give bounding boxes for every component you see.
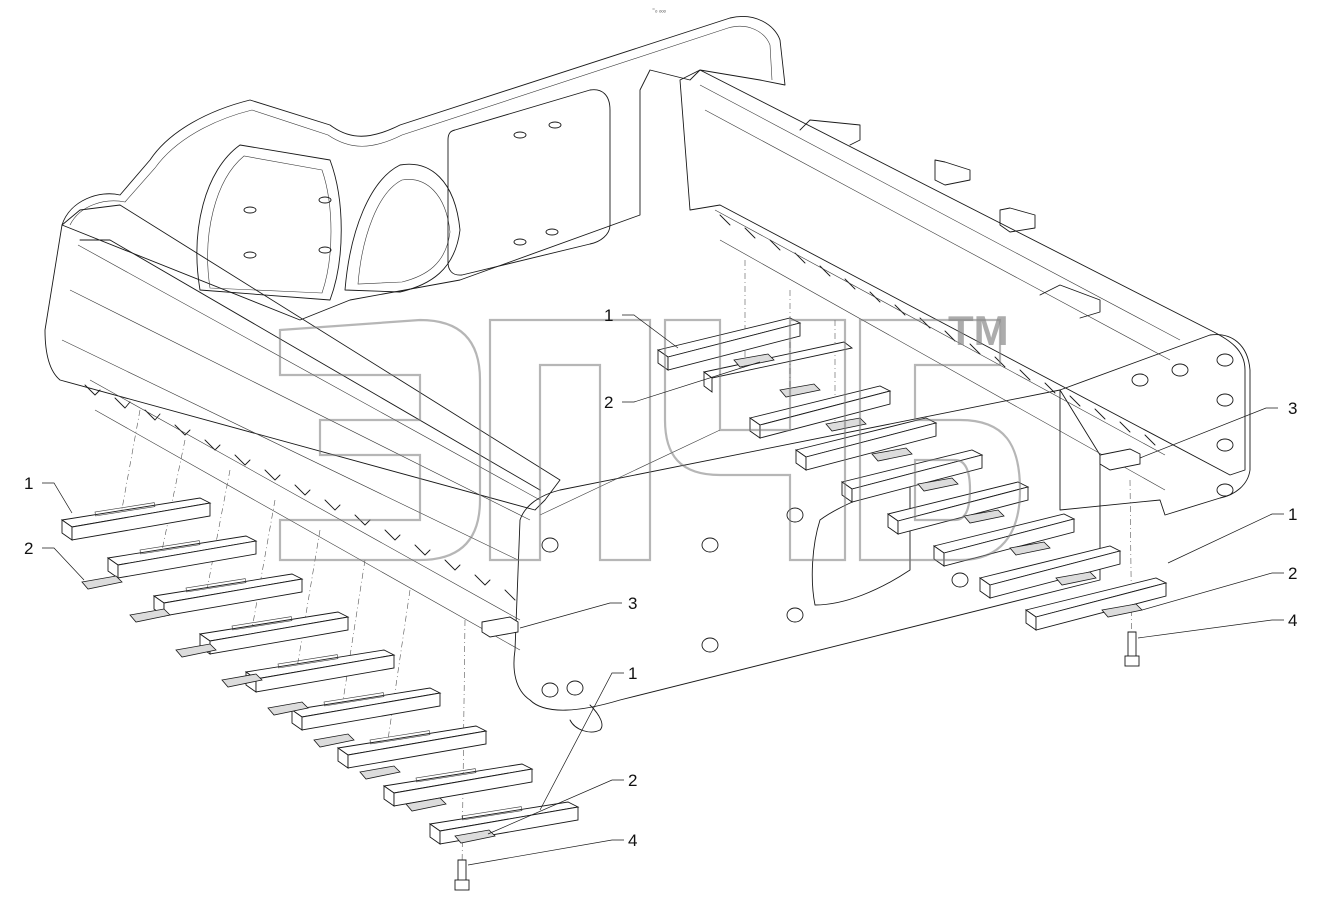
bar-part-4	[198, 611, 350, 655]
plate-parts-left	[81, 575, 496, 844]
watermark-logo: TM	[278, 307, 1022, 562]
callout-leaders	[42, 314, 1284, 866]
callout-label: 3	[1288, 399, 1297, 418]
bar-part-8	[382, 763, 534, 807]
bar-part-r7	[932, 513, 1076, 567]
bolt-part-right	[1124, 631, 1140, 667]
watermark-trademark: TM	[948, 307, 1009, 354]
callout-label: 1	[24, 474, 33, 493]
right-comb	[714, 209, 1166, 491]
bar-part-2	[106, 535, 258, 579]
bar-part-r1	[656, 317, 802, 371]
header-note: ⁼ₒ ₒₒₒ	[652, 8, 667, 14]
callout-label: 2	[24, 539, 33, 558]
callout-label: 1	[1288, 505, 1297, 524]
callout-label: 1	[604, 306, 613, 325]
bar-part-r6	[886, 481, 1030, 535]
bar-part-r8	[978, 545, 1122, 599]
bar-part-r5	[840, 449, 984, 503]
bar-part-6	[290, 687, 442, 731]
bar-part-7	[336, 725, 488, 769]
callout-label: 4	[1288, 611, 1297, 630]
bar-part-r3	[748, 385, 892, 439]
bar-part-1	[60, 497, 212, 541]
plate-parts-right	[733, 353, 1143, 618]
frame-body	[44, 16, 1251, 733]
bar-part-9	[428, 801, 580, 845]
callout-labels: 1 2 1 2 3 3 1 2 4 1 2 4	[24, 306, 1297, 850]
spacer-part-left	[481, 616, 519, 638]
bolt-part-left	[454, 859, 470, 891]
callout-label: 2	[1288, 564, 1297, 583]
callout-label: 2	[604, 393, 613, 412]
spacer-part-right	[1099, 448, 1141, 471]
bar-part-r9	[1024, 577, 1168, 631]
bar-part-r2	[702, 341, 854, 393]
callout-label: 4	[628, 831, 637, 850]
callout-label: 2	[628, 771, 637, 790]
callout-label: 1	[628, 664, 637, 683]
left-parts-stack	[60, 497, 580, 891]
bar-part-r4	[794, 417, 938, 471]
bar-part-3	[152, 573, 304, 617]
bar-part-5	[244, 649, 396, 693]
left-comb	[84, 379, 521, 651]
callout-label: 3	[628, 594, 637, 613]
